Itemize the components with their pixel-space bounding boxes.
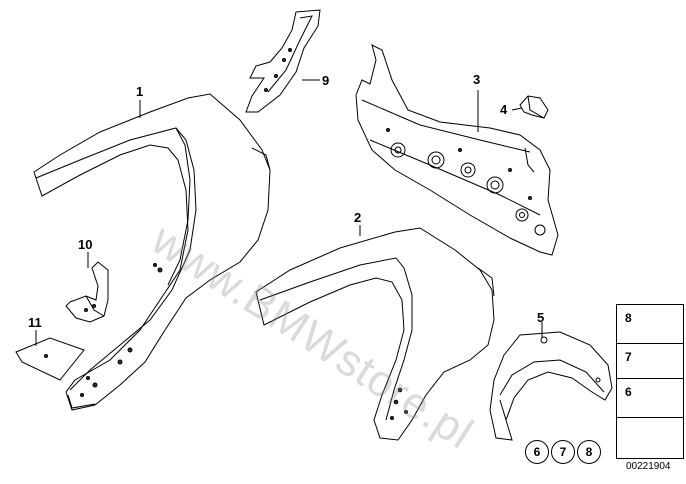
group-circle-8: 8 [577, 440, 601, 464]
callout-part-5: 5 [537, 310, 545, 325]
callout-part-9: 9 [322, 73, 330, 88]
group-circle-7: 7 [551, 440, 575, 464]
legend-label-7: 7 [625, 350, 632, 364]
group-circle-6: 6 [525, 440, 549, 464]
legend-label-8: 8 [625, 311, 632, 325]
bracket-part [519, 95, 549, 119]
legend-label-6: 6 [625, 385, 632, 399]
wheel-arch-liner-part [489, 331, 613, 441]
callout-part-10: 10 [78, 237, 93, 252]
callout-part-2: 2 [354, 210, 362, 225]
callout-part-1: 1 [136, 84, 144, 99]
side-panel-left-part [33, 93, 271, 411]
legend-item-7: 7 [616, 343, 684, 381]
rear-panel-part [355, 44, 559, 256]
legend-item-6: 6 [616, 378, 684, 420]
callout-part-4: 4 [500, 102, 508, 117]
legend-item-8: 8 [616, 304, 684, 346]
insulation-pad-part [15, 337, 85, 381]
leader-line-4 [511, 107, 523, 111]
legend-arrow-box [616, 417, 684, 459]
callout-part-11: 11 [28, 315, 42, 330]
callout-part-3: 3 [473, 72, 481, 87]
pillar-reinforcement-part [245, 9, 321, 113]
diagram-id: 00221904 [626, 461, 671, 472]
side-panel-middle-part [255, 227, 495, 441]
support-bracket-part [65, 261, 109, 323]
